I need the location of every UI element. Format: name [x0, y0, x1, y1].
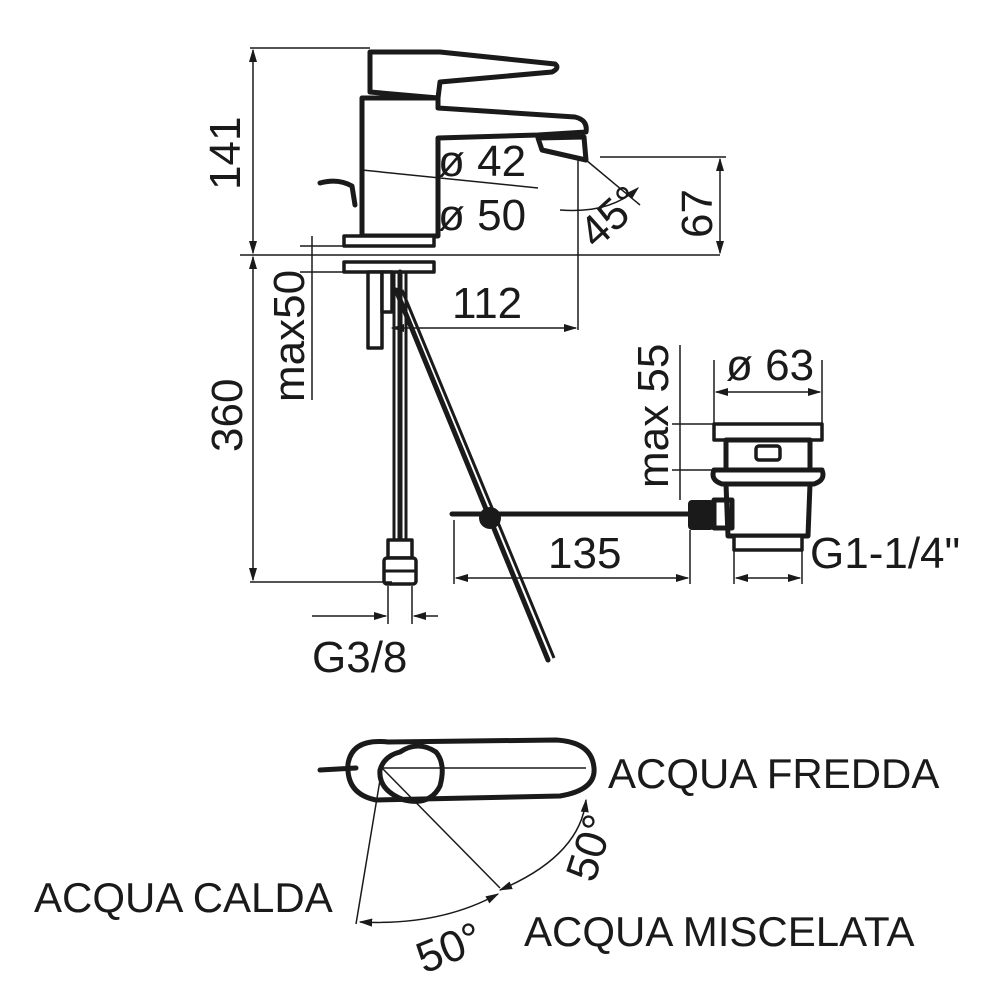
dim-inlet-thread: G3/8	[312, 633, 407, 682]
lever-handle	[367, 49, 560, 101]
fixing-nut	[380, 270, 394, 314]
handle-popup-top	[317, 765, 359, 773]
faucet-base	[342, 234, 436, 248]
arc-hot	[358, 893, 500, 927]
dim-max55: max 55	[629, 344, 678, 488]
dim-141: 141	[201, 117, 250, 190]
dim-base-diameter: ø 50	[438, 191, 526, 240]
linkage-joint	[479, 507, 501, 529]
arc-cold	[498, 798, 589, 891]
waste-tail	[723, 481, 813, 539]
dim-waste-thread: G1-1/4"	[810, 529, 960, 578]
handle-labels: ACQUA FREDDA ACQUA CALDA ACQUA MISCELATA…	[34, 750, 939, 983]
label-cold-water: ACQUA FREDDA	[608, 750, 939, 797]
handle-lever-top	[377, 743, 445, 804]
waste-thread	[732, 534, 804, 552]
label-angle-cold: 50°	[557, 809, 624, 887]
waste-window	[754, 444, 782, 462]
dim-angle-45: 45°	[570, 176, 652, 257]
label-hot-water: ACQUA CALDA	[34, 874, 333, 921]
waste-flange	[710, 467, 826, 487]
dim-135: 135	[548, 529, 621, 578]
dim-max50: max50	[265, 270, 314, 402]
linkage-clip	[688, 500, 714, 530]
faucet-spout	[359, 95, 589, 239]
fixing-shank	[366, 270, 384, 350]
dim-waste-diameter: ø 63	[726, 341, 814, 390]
dimension-lines	[240, 47, 823, 624]
popup-rod	[393, 287, 551, 663]
label-angle-hot: 50°	[409, 913, 489, 983]
handle-top-view	[317, 737, 597, 927]
popup-knob	[317, 178, 358, 208]
handle-outline	[345, 737, 597, 803]
label-mixed-water: ACQUA MISCELATA	[524, 908, 915, 955]
waste-assembly	[710, 422, 826, 552]
hose-connector	[386, 538, 414, 560]
dim-112: 112	[452, 279, 522, 328]
aerator	[535, 134, 589, 163]
dim-67: 67	[673, 189, 722, 238]
axis-mixed	[381, 767, 501, 889]
dimension-labels: 141 ø 42 ø 50 45° 67 max50 112 360 ø 63 …	[201, 117, 960, 682]
dim-spout-diameter: ø 42	[438, 137, 526, 186]
waste-side-arm	[711, 497, 735, 531]
dim-360: 360	[203, 379, 252, 452]
